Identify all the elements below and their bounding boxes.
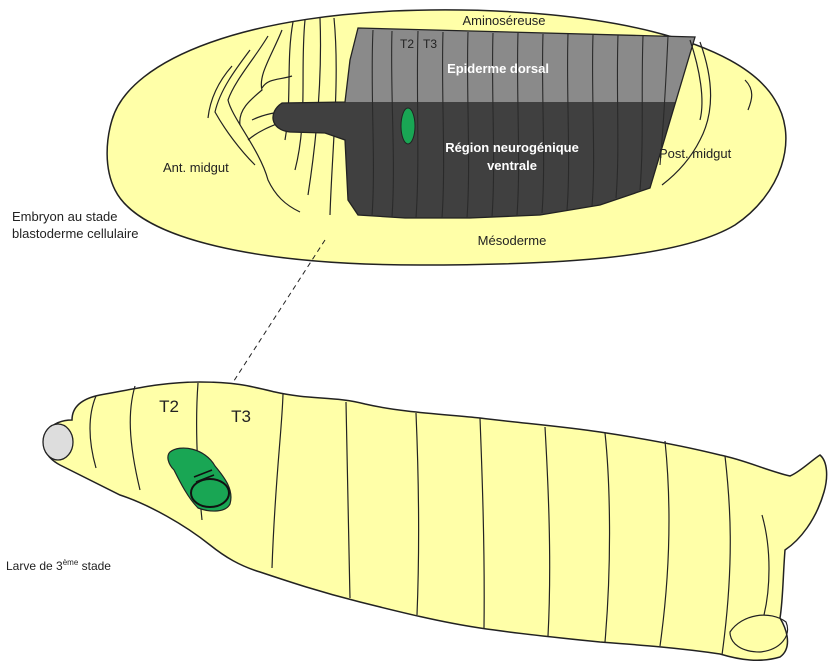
larva-head-cap [43, 424, 73, 460]
label-post-midgut: Post. midgut [659, 146, 732, 161]
caption-embryo-line1: Embryon au stade [12, 209, 118, 224]
caption-embryo-line2: blastoderme cellulaire [12, 226, 138, 241]
label-neurogenic-line2: ventrale [487, 158, 537, 173]
caption-larva-suffix: stade [78, 559, 111, 573]
label-neurogenic-line1: Région neurogénique [445, 140, 579, 155]
label-larva-t3: T3 [231, 407, 251, 426]
label-dorsal-epidermis: Epiderme dorsal [447, 61, 549, 76]
larva-body [44, 382, 826, 660]
caption-larva-prefix: Larve de 3 [6, 559, 63, 573]
label-larva-t2: T2 [159, 397, 179, 416]
label-ant-midgut: Ant. midgut [163, 160, 229, 175]
label-embryo-t2: T2 [400, 37, 414, 51]
caption-larva-sup: ème [63, 558, 79, 567]
larva: T2 T3 [43, 382, 827, 660]
label-embryo-t3: T3 [423, 37, 437, 51]
disc-primordium-embryo [401, 108, 415, 144]
embryo: Aminoséreuse T2 T3 Epiderme dorsal Régio… [107, 10, 786, 265]
label-mesoderm: Mésoderme [478, 233, 547, 248]
label-amnioserosa: Aminoséreuse [462, 13, 545, 28]
caption-larva: Larve de 3ème stade [6, 558, 111, 573]
